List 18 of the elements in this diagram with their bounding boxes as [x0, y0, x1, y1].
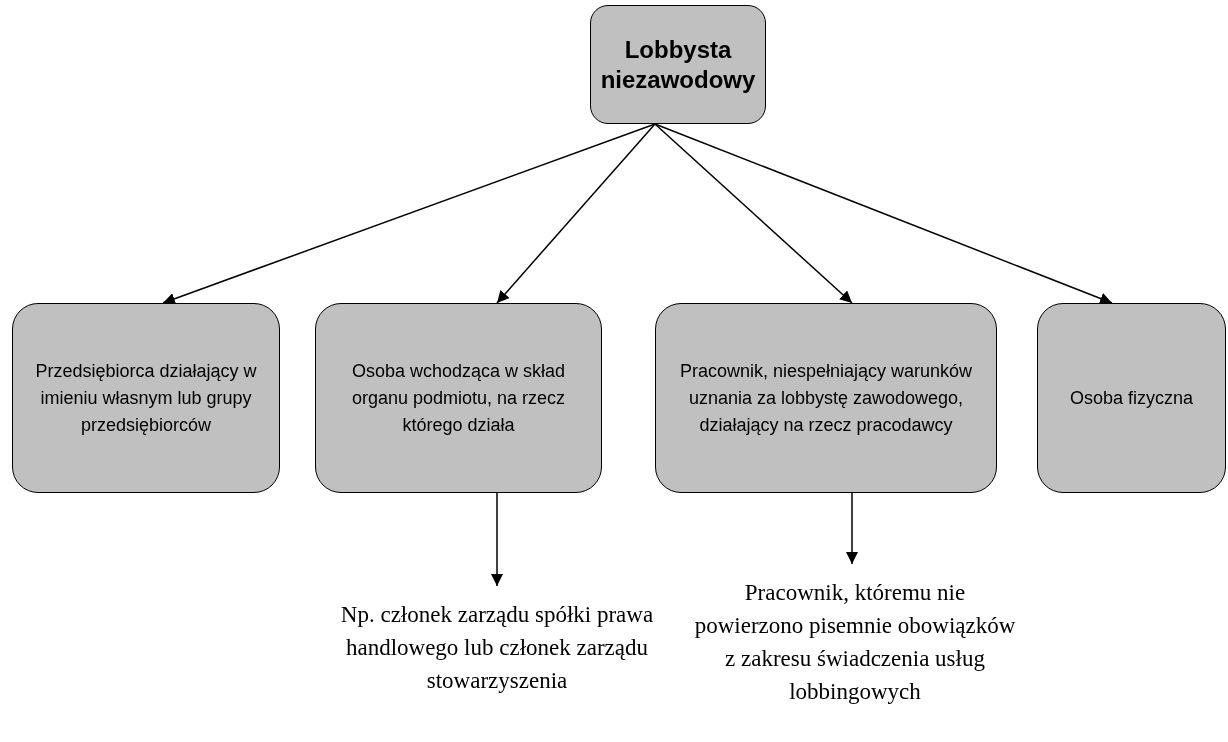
arrow: [654, 123, 853, 304]
category-box: [315, 303, 602, 493]
category-box: [12, 303, 280, 493]
box-label: Przedsiębiorca działający w imieniu własnym lub grupy przedsiębiorców: [34, 359, 258, 437]
example-note: Np. członek zarządu spółki prawa handlowego lub członek zarządu stowarzyszenia: [339, 601, 655, 695]
arrow: [496, 123, 656, 304]
box-label: Osoba wchodząca w skład organu podmiotu, na rzecz którego działa: [350, 359, 567, 437]
arrow: [654, 123, 1113, 305]
arrow: [162, 123, 656, 305]
example-note: Pracownik, któremu nie powierzono pisemnie obowiązków z zakresu świadczenia usług lobbingowych: [693, 579, 1017, 706]
category-box: [1037, 303, 1226, 493]
arrow: [846, 492, 858, 565]
arrow: [491, 492, 503, 587]
category-box: [590, 5, 766, 124]
box-label: Osoba fizyczna: [1069, 386, 1194, 410]
category-box: [655, 303, 997, 493]
box-label: Pracownik, niespełniający warunków uznania za lobbystę zawodowego, działający na rzecz pracodawcy: [678, 359, 974, 437]
box-label: Lobbysta niezawodowy: [600, 34, 756, 95]
